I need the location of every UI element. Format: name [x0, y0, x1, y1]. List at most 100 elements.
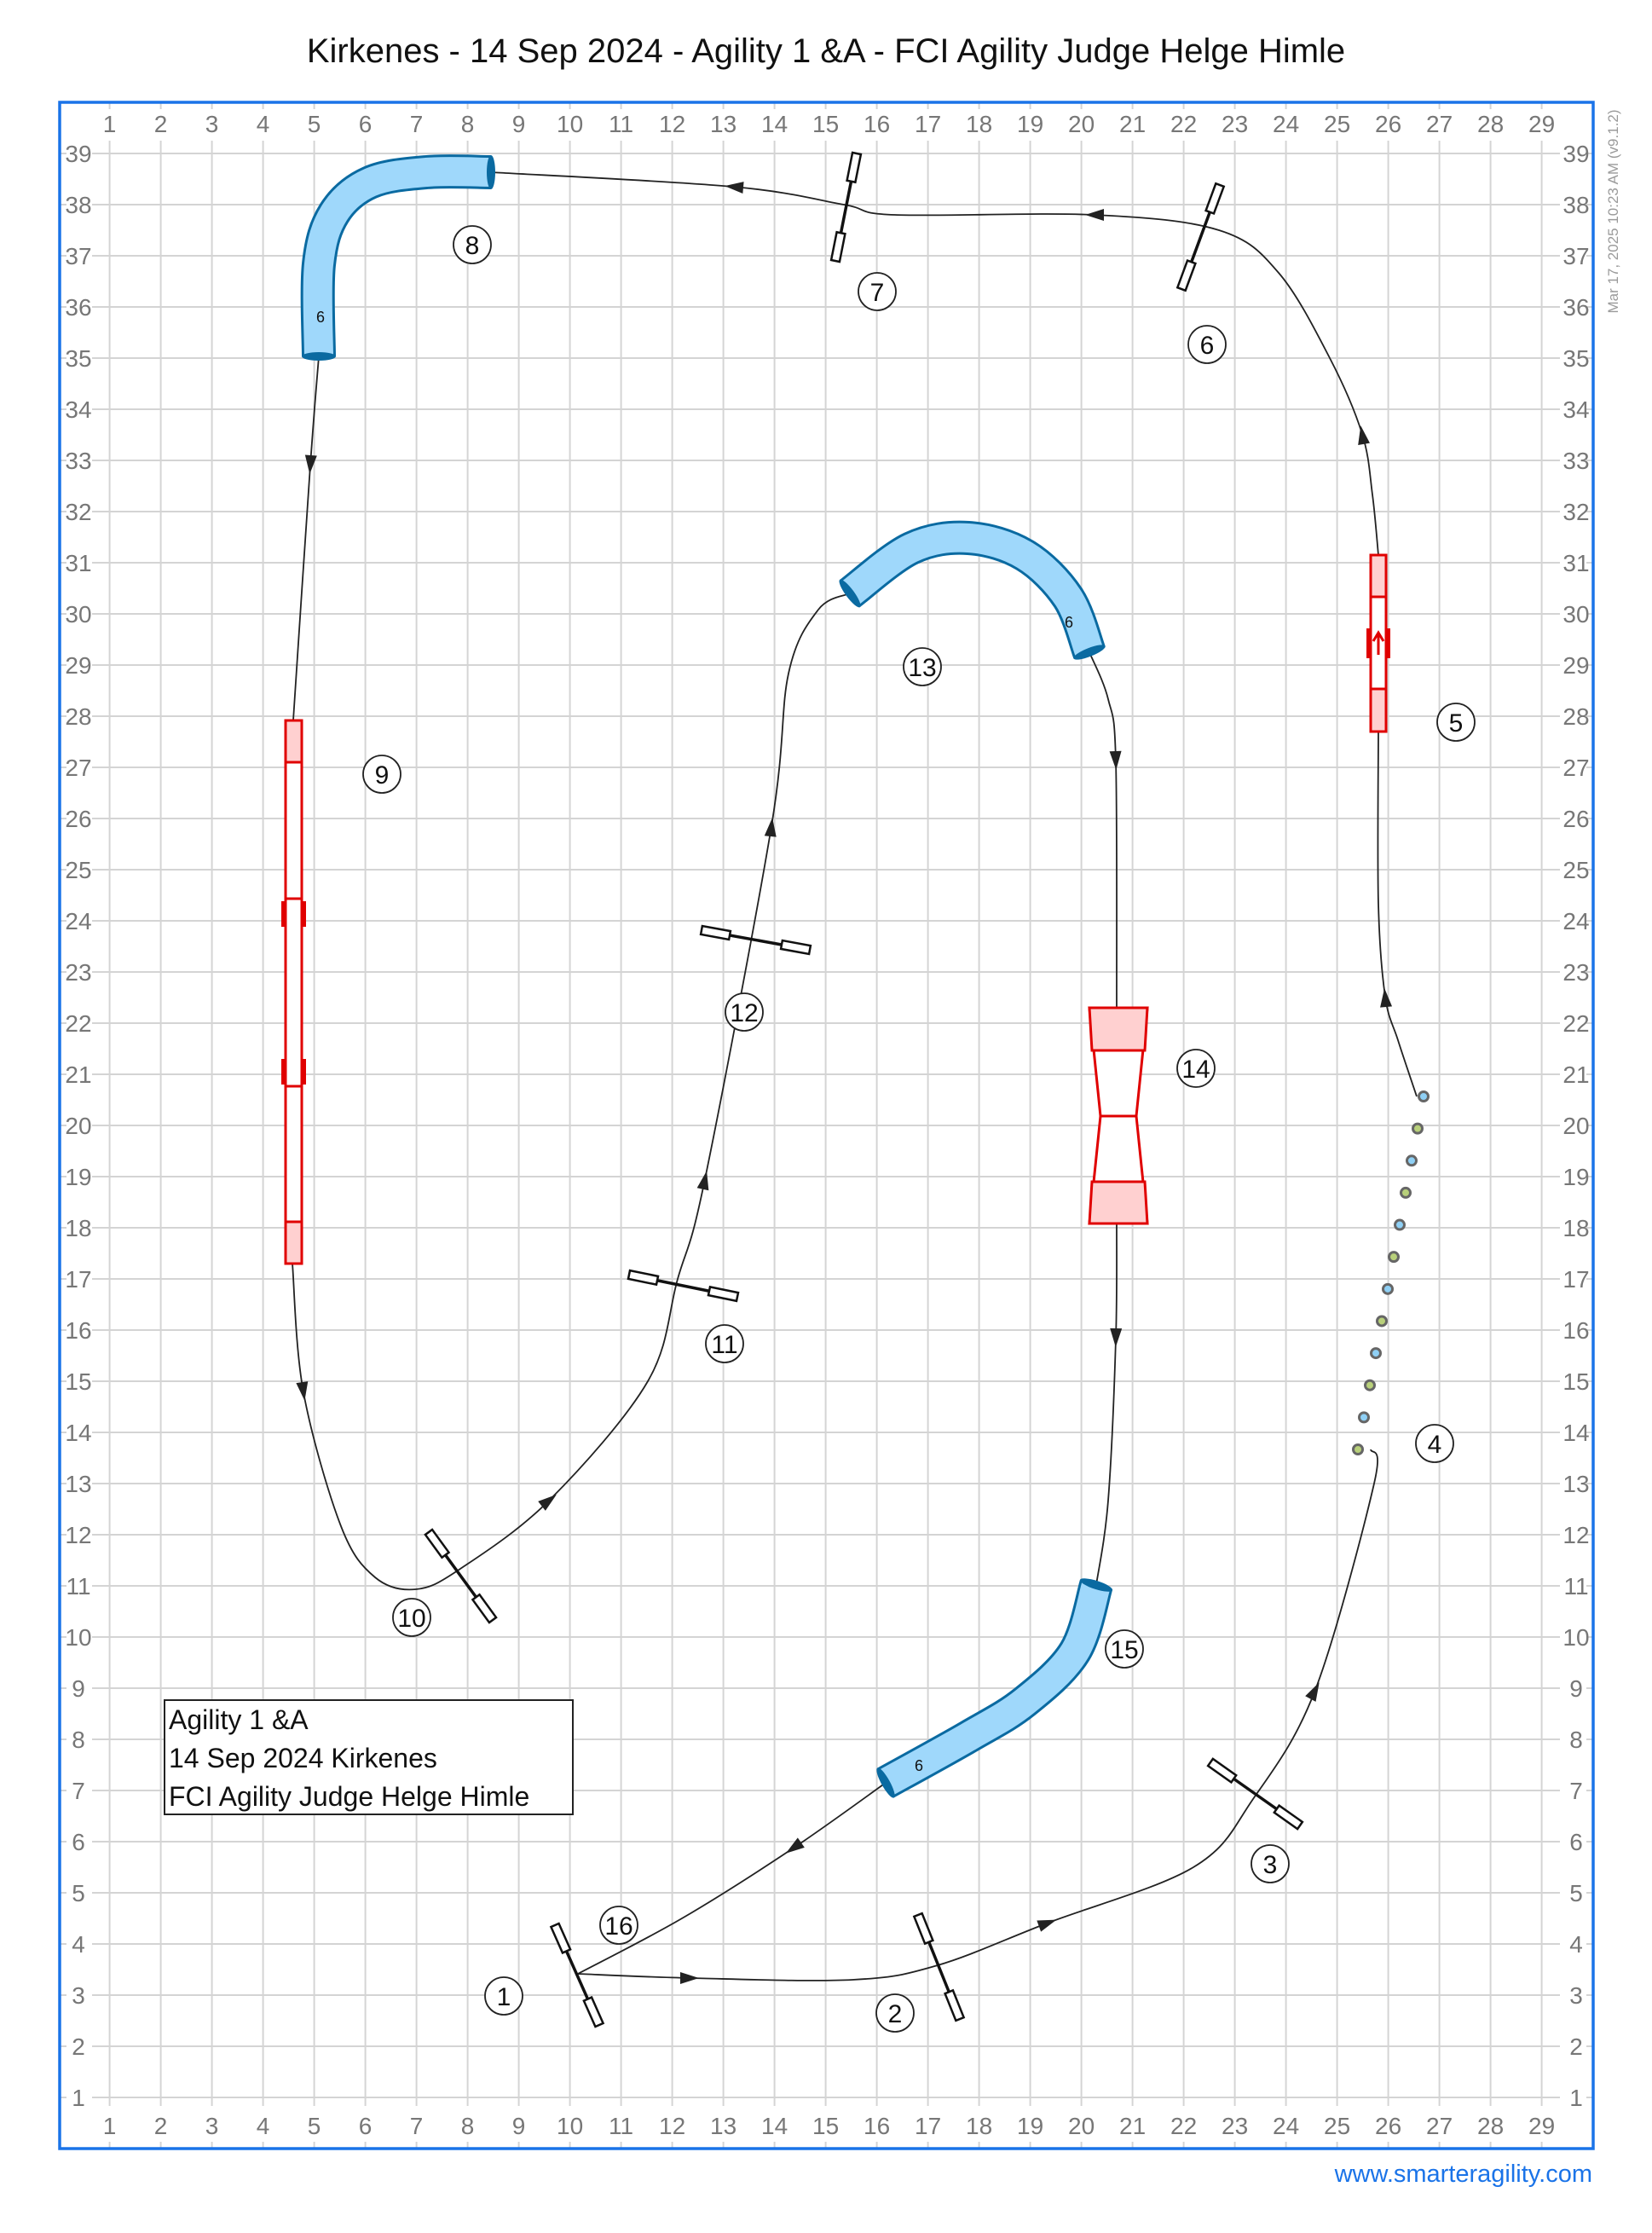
- x-tick-label-bottom: 27: [1426, 2113, 1453, 2139]
- obstacle-number-15: 15: [1105, 1629, 1144, 1669]
- x-tick-label-top: 14: [761, 111, 788, 137]
- y-tick-label-left: 4: [72, 1931, 85, 1958]
- number-circle: [392, 1598, 431, 1637]
- number-circle: [599, 1906, 638, 1945]
- x-tick-label-top: 2: [154, 111, 168, 137]
- y-tick-label-left: 37: [65, 243, 91, 269]
- tunnel-length-label: 6: [316, 309, 325, 326]
- y-tick-label-left: 38: [65, 192, 91, 218]
- y-tick-label-right: 12: [1562, 1522, 1589, 1548]
- x-tick-label-bottom: 19: [1017, 2113, 1043, 2139]
- y-tick-label-left: 12: [65, 1522, 91, 1548]
- number-label: 9: [375, 761, 390, 790]
- obstacle-number-10: 10: [392, 1598, 431, 1637]
- number-circle: [1436, 703, 1476, 742]
- number-label: 7: [870, 279, 885, 307]
- weave-pole: [1370, 1347, 1382, 1360]
- x-tick-label-top: 7: [410, 111, 424, 137]
- website-link[interactable]: www.smarteragility.com: [1334, 2161, 1592, 2188]
- x-tick-label-top: 25: [1324, 111, 1350, 137]
- y-tick-label-left: 3: [72, 1982, 85, 2009]
- obstacle-number-11: 11: [705, 1324, 744, 1363]
- x-tick-label-top: 21: [1119, 111, 1146, 137]
- x-tick-label-top: 1: [103, 111, 117, 137]
- arrow-up-icon: [1372, 630, 1385, 655]
- x-tick-label-top: 10: [557, 111, 583, 137]
- y-tick-label-right: 5: [1569, 1880, 1583, 1906]
- obstacle-number-6: 6: [1187, 325, 1227, 364]
- contact-zone: [1369, 687, 1388, 733]
- x-tick-label-top: 26: [1375, 111, 1401, 137]
- y-tick-label-right: 24: [1562, 908, 1589, 934]
- y-tick-label-right: 10: [1562, 1624, 1589, 1651]
- tunnel: 6: [876, 1578, 1113, 1798]
- tunnel: 6: [839, 520, 1106, 660]
- y-tick-label-right: 34: [1562, 396, 1589, 423]
- number-circle: [453, 225, 492, 264]
- direction-arrow: [304, 454, 317, 474]
- direction-arrow: [1110, 1328, 1123, 1347]
- y-tick-label-right: 9: [1569, 1675, 1583, 1702]
- y-tick-label-right: 13: [1562, 1471, 1589, 1497]
- x-tick-label-bottom: 2: [154, 2113, 168, 2139]
- y-tick-label-left: 29: [65, 652, 91, 679]
- number-label: 16: [604, 1912, 632, 1941]
- x-tick-label-bottom: 26: [1375, 2113, 1401, 2139]
- course-line: [577, 1782, 887, 1975]
- y-tick-label-right: 1: [1569, 2085, 1583, 2111]
- x-tick-label-top: 22: [1170, 111, 1197, 137]
- y-tick-label-right: 23: [1562, 959, 1589, 986]
- x-tick-label-top: 9: [512, 111, 526, 137]
- y-tick-label-left: 16: [65, 1317, 91, 1344]
- direction-arrow: [1305, 1682, 1320, 1702]
- contact-zone: [284, 1220, 303, 1265]
- jump-wing: [829, 230, 846, 263]
- number-circle: [362, 755, 401, 794]
- tunnel-opening: [876, 1767, 895, 1798]
- obstacles: 6 6 6: [281, 151, 1430, 2028]
- jump-wing: [707, 1285, 740, 1303]
- x-tick-label-bottom: 21: [1119, 2113, 1146, 2139]
- number-circle: [858, 272, 897, 311]
- number-circle: [1105, 1629, 1144, 1669]
- x-tick-label-bottom: 24: [1273, 2113, 1299, 2139]
- x-tick-label-bottom: 4: [257, 2113, 270, 2139]
- y-tick-label-right: 4: [1569, 1931, 1583, 1958]
- direction-arrow: [696, 1171, 709, 1191]
- y-tick-label-left: 24: [65, 908, 91, 934]
- obstacle-number-16: 16: [599, 1906, 638, 1945]
- y-tick-label-right: 19: [1562, 1164, 1589, 1190]
- jump: [912, 1912, 966, 2022]
- jump-wing: [846, 151, 863, 184]
- jump-wing: [699, 924, 732, 941]
- x-tick-label-top: 3: [205, 111, 219, 137]
- x-tick-label-top: 18: [966, 111, 992, 137]
- number-label: 10: [397, 1605, 425, 1633]
- tunnel-body: [878, 1580, 1111, 1796]
- number-label: 15: [1110, 1636, 1138, 1664]
- number-label: 11: [711, 1331, 737, 1359]
- x-tick-label-top: 5: [308, 111, 321, 137]
- y-tick-label-left: 22: [65, 1010, 91, 1037]
- y-tick-label-right: 39: [1562, 141, 1589, 167]
- y-tick-label-right: 32: [1562, 499, 1589, 525]
- direction-arrow: [1109, 750, 1122, 770]
- y-tick-label-left: 9: [72, 1675, 85, 1702]
- y-tick-label-left: 10: [65, 1624, 91, 1651]
- tunnel-opening: [1073, 645, 1106, 660]
- jump-wing: [1204, 182, 1226, 216]
- weave-pole: [1406, 1154, 1418, 1167]
- x-tick-label-bottom: 7: [410, 2113, 424, 2139]
- course-line: [1089, 651, 1118, 1009]
- x-tick-label-bottom: 1: [103, 2113, 117, 2139]
- y-tick-label-left: 23: [65, 959, 91, 986]
- y-tick-label-right: 29: [1562, 652, 1589, 679]
- jump-wing: [627, 1269, 660, 1287]
- jump-wing: [582, 1995, 605, 2028]
- x-tick-label-bottom: 28: [1477, 2113, 1504, 2139]
- obstacle-number-3: 3: [1251, 1844, 1290, 1883]
- y-tick-label-right: 25: [1562, 857, 1589, 883]
- y-tick-label-left: 7: [72, 1778, 85, 1804]
- jump: [549, 1922, 605, 2028]
- y-tick-label-left: 34: [65, 396, 91, 423]
